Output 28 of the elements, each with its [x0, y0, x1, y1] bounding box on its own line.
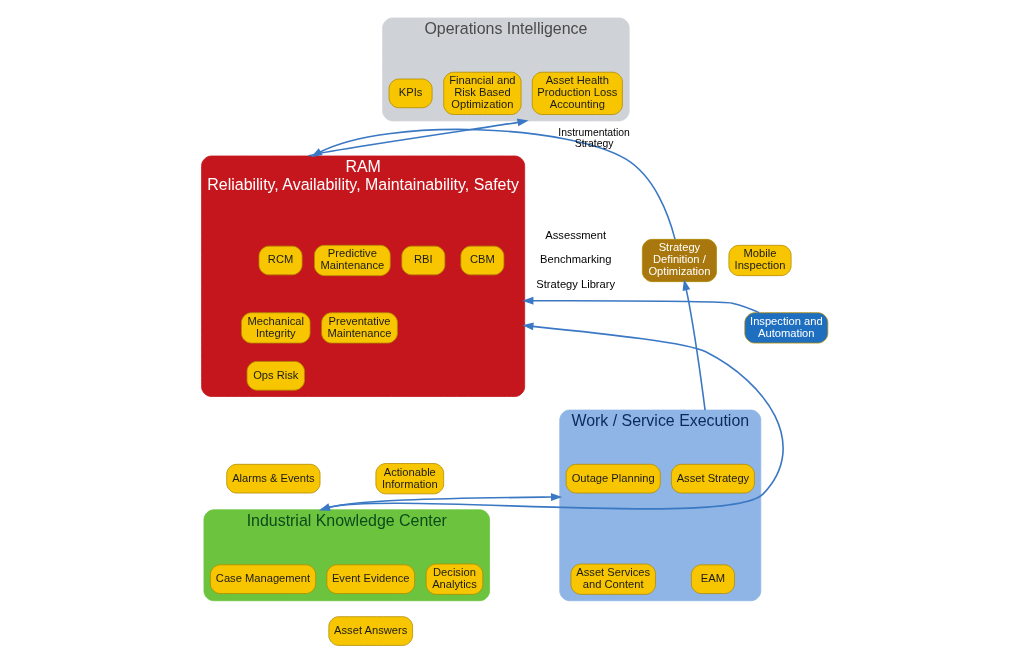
node-box: EAM — [690, 564, 735, 594]
node-box: RBI — [400, 245, 445, 276]
node-box: Asset Strategy — [670, 463, 755, 494]
node-box: Asset Health Production Loss Accounting — [531, 71, 623, 115]
node-box: RCM — [258, 245, 302, 276]
arrow — [521, 296, 760, 314]
node-box: Inspection and Automation — [743, 312, 828, 344]
node-label: Strategy Library — [535, 278, 615, 291]
node-label: Benchmarking — [539, 253, 611, 266]
node-box: Asset Services and Content — [570, 563, 656, 595]
node-box: Strategy Definition / Optimization — [641, 238, 717, 283]
node-box: Case Management — [209, 564, 316, 594]
node-box: Alarms & Events — [225, 463, 320, 494]
node-box: Financial and Risk Based Optimization — [442, 71, 521, 115]
arrow — [682, 279, 706, 411]
node-box: Event Evidence — [325, 564, 415, 594]
node-box: Preventative Maintenance — [320, 312, 398, 344]
node-box: Outage Planning — [565, 463, 661, 494]
node-box: Mobile Inspection — [728, 244, 791, 277]
node-box: KPIs — [388, 78, 432, 109]
node-box: Asset Answers — [327, 616, 413, 646]
node-box: CBM — [459, 245, 504, 276]
node-box: Ops Risk — [246, 361, 305, 391]
node-box: Actionable Information — [375, 463, 444, 495]
node-label: Assessment — [544, 228, 606, 241]
node-box: Predictive Maintenance — [313, 244, 391, 277]
node-box: Mechanical Integrity — [240, 312, 310, 344]
node-box: Decision Analytics — [425, 563, 483, 595]
